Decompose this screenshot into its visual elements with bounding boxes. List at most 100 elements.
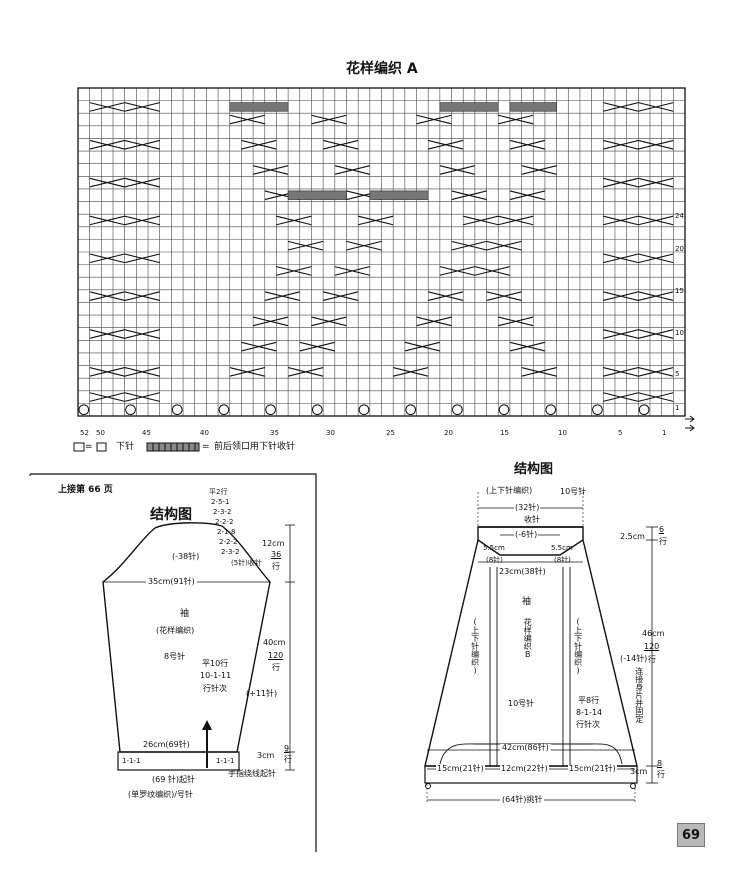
cable-cross-symbol xyxy=(346,240,382,251)
right-dec-line-0: 平8行 xyxy=(578,696,600,705)
cable-cross-symbol xyxy=(509,139,546,150)
cable-cross-symbol xyxy=(241,341,277,352)
right-needle-top: 10号针 xyxy=(560,487,587,496)
left-dec-line-7: (5针)收针 xyxy=(231,559,262,567)
cable-cross-symbol xyxy=(463,215,499,226)
right-heading: 结构图 xyxy=(514,462,554,477)
row-label-15: 15 xyxy=(675,287,684,295)
yarn-over-symbol xyxy=(218,404,230,416)
yarn-over-symbol xyxy=(452,404,463,416)
right-dim-mid-unit: 行 xyxy=(648,655,656,664)
legend-symbols xyxy=(73,442,200,452)
bindoff-bar-symbol xyxy=(439,102,499,112)
cable-cross-symbol xyxy=(89,291,125,301)
cable-cross-symbol xyxy=(439,266,476,276)
cable-cross-symbol xyxy=(124,367,160,377)
left-top-sts: (-38针) xyxy=(172,552,200,561)
right-side-knit-left: (上下针编织) xyxy=(470,617,480,675)
col-label-1: 1 xyxy=(662,429,667,437)
cable-cross-symbol xyxy=(229,114,265,125)
continued-note: 上接第 66 页 xyxy=(58,485,113,495)
left-rib-note: (单罗纹编织)/号针 xyxy=(128,790,193,799)
yarn-over-symbol xyxy=(358,404,370,416)
right-side-cm-right: 5.5cm xyxy=(551,544,573,552)
yarn-over-symbol xyxy=(125,404,136,416)
left-dec-line-2: 2-3-2 xyxy=(213,508,232,516)
knitting-chart-grid xyxy=(77,87,695,432)
left-dim-top-cm: 12cm xyxy=(262,539,285,548)
cable-cross-symbol xyxy=(521,367,557,377)
right-needle: 10号针 xyxy=(508,699,535,708)
left-dec-line-6: 2-3-2 xyxy=(221,548,240,556)
cable-cross-symbol xyxy=(603,102,639,112)
yarn-over-symbol xyxy=(311,404,323,416)
right-sleeve-schematic xyxy=(424,492,658,804)
left-needle: 8号针 xyxy=(164,652,186,661)
cable-cross-symbol xyxy=(287,367,324,377)
cable-cross-symbol xyxy=(509,190,546,201)
cable-cross-symbol xyxy=(486,291,522,301)
cable-cross-symbol xyxy=(638,367,674,377)
right-dim-top-rows: 6 xyxy=(659,525,665,534)
cable-cross-symbol xyxy=(124,392,160,402)
left-cuff-mark-2: 1-1-1 xyxy=(216,757,235,765)
cable-cross-symbol xyxy=(89,102,125,112)
cable-cross-symbol xyxy=(416,114,452,125)
right-dim-mid-cm: 46cm xyxy=(642,629,665,638)
left-dec-line-1: 2-5-1 xyxy=(211,498,230,506)
col-label-5: 5 xyxy=(618,429,623,437)
left-dim-top-unit: 行 xyxy=(272,562,280,571)
cable-cross-symbol xyxy=(498,114,534,125)
cable-cross-symbol xyxy=(603,367,639,377)
cable-cross-symbol xyxy=(521,165,557,175)
cable-cross-symbol xyxy=(498,316,534,327)
left-pattern: (花样编织) xyxy=(156,626,195,635)
right-minus-sts: (-14针) xyxy=(620,654,648,663)
row-label-1: 1 xyxy=(675,404,680,412)
legend-eq-1: = xyxy=(85,442,93,452)
yarn-over-symbol xyxy=(498,404,510,416)
cable-cross-symbol xyxy=(603,291,639,301)
cable-cross-symbol xyxy=(474,266,511,276)
cable-cross-symbol xyxy=(323,139,359,150)
cable-cross-symbol xyxy=(404,341,440,352)
right-dim-bot-cm: 3cm xyxy=(630,767,648,776)
left-dec-line-3: 2-2-2 xyxy=(215,518,234,526)
cable-cross-symbol xyxy=(638,392,674,402)
right-dec-sts: (-6针) xyxy=(514,530,539,539)
cable-cross-symbol xyxy=(393,367,429,377)
left-inc-line-2: 行针次 xyxy=(203,684,227,693)
cable-cross-symbol xyxy=(498,215,534,226)
cable-cross-symbol xyxy=(334,266,370,276)
cable-cross-symbol xyxy=(241,139,277,150)
cable-cross-symbol xyxy=(124,291,160,301)
cable-cross-symbol xyxy=(638,215,674,226)
cable-cross-symbol xyxy=(89,215,125,226)
cable-cross-symbol xyxy=(89,177,125,188)
cable-cross-symbol xyxy=(89,392,125,402)
left-bottom-line: 26cm(69针) xyxy=(141,740,192,749)
yarn-over-symbol xyxy=(638,404,650,416)
bindoff-bar-symbol xyxy=(229,102,289,112)
cable-cross-symbol xyxy=(638,139,674,150)
right-side-sts-right: (8针) xyxy=(554,556,571,564)
cable-cross-symbol xyxy=(264,291,300,301)
left-cast-on-sts: (69 针)起针 xyxy=(152,775,195,784)
cable-cross-symbol xyxy=(89,139,125,150)
bindoff-bar-symbol xyxy=(287,190,347,200)
cable-cross-symbol xyxy=(358,215,394,226)
right-join-note: 连接身片并固定 xyxy=(634,667,644,723)
right-side-cm-left: 5.5cm xyxy=(483,544,505,552)
right-seg-left: 15cm(21针) xyxy=(436,764,485,773)
legend-eq-2: = xyxy=(202,442,210,452)
right-dec-line-1: 8-1-14 xyxy=(576,708,603,717)
cable-cross-symbol xyxy=(124,139,160,150)
yarn-over-symbol xyxy=(592,404,603,416)
col-label-50: 50 xyxy=(96,429,105,437)
cable-cross-symbol xyxy=(439,165,476,175)
bindoff-bar-symbol xyxy=(369,190,429,200)
yarn-over-symbol xyxy=(405,404,417,416)
yarn-over-symbol xyxy=(171,404,183,416)
cable-cross-symbol xyxy=(603,253,639,264)
left-dim-mid-rows: 120 xyxy=(268,651,284,660)
